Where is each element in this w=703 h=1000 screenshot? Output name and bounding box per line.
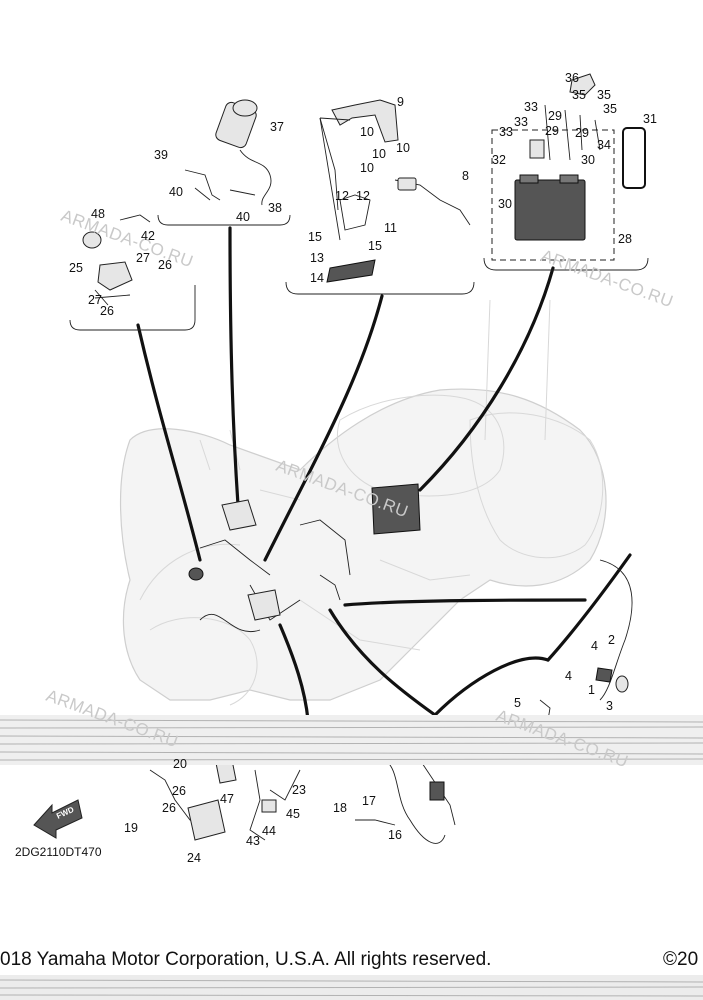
callout-number: 4 (565, 669, 572, 683)
callout-number: 8 (462, 169, 469, 183)
callout-number: 10 (360, 125, 374, 139)
callout-number: 10 (372, 147, 386, 161)
callout-number: 33 (524, 100, 538, 114)
detail-panels (69, 129, 649, 331)
callout-number: 45 (286, 807, 300, 821)
callout-number: 10 (396, 141, 410, 155)
callout-number: 42 (141, 229, 155, 243)
callout-number: 43 (246, 834, 260, 848)
callout-number: 23 (292, 783, 306, 797)
callout-number: 24 (187, 851, 201, 865)
callout-number: 18 (333, 801, 347, 815)
callout-number: 26 (100, 304, 114, 318)
callout-number: 5 (514, 696, 521, 710)
callout-number: 37 (270, 120, 284, 134)
callout-number: 26 (172, 784, 186, 798)
callout-number: 13 (310, 251, 324, 265)
callout-number: 19 (124, 821, 138, 835)
callout-labels: 1 2 3 4 4 5 8 9 10 10 10 10 11 12 12 13 … (69, 71, 657, 865)
leader-lines (136, 226, 632, 722)
callout-number: 15 (368, 239, 382, 253)
callout-number: 29 (545, 124, 559, 138)
callout-number: 1 (588, 683, 595, 697)
callout-number: 12 (356, 189, 370, 203)
callout-number: 29 (548, 109, 562, 123)
callout-number: 9 (397, 95, 404, 109)
callout-number: 47 (220, 792, 234, 806)
callout-number: 11 (384, 221, 397, 235)
callout-number: 14 (310, 271, 324, 285)
drawing-code: 2DG2110DT470 (15, 845, 102, 859)
callout-number: 29 (575, 126, 589, 140)
fwd-arrow-icon: FWD (33, 799, 83, 839)
callout-number: 17 (362, 794, 376, 808)
parts (82, 73, 646, 844)
callout-number: 44 (262, 824, 276, 838)
callout-number: 28 (618, 232, 632, 246)
callout-number: 34 (597, 138, 611, 152)
callout-number: 33 (514, 115, 528, 129)
callout-number: 35 (603, 102, 617, 116)
callout-number: 4 (591, 639, 598, 653)
callout-number: 40 (236, 210, 250, 224)
watermark-text: ARMADA-CO.RU (539, 246, 676, 311)
callout-number: 20 (173, 757, 187, 771)
callout-number: 33 (499, 125, 513, 139)
callout-number: 36 (565, 71, 579, 85)
copyright-text: 018 Yamaha Motor Corporation, U.S.A. All… (0, 949, 491, 970)
callout-number: 32 (492, 153, 506, 167)
callout-number: 16 (388, 828, 402, 842)
callout-number: 27 (88, 293, 102, 307)
callout-number: 38 (268, 201, 282, 215)
callout-number: 30 (581, 153, 595, 167)
callout-number: 35 (597, 88, 611, 102)
callout-number: 26 (162, 801, 176, 815)
callout-number: 26 (158, 258, 172, 272)
callout-number: 25 (69, 261, 83, 275)
motorcycle-silhouette (119, 299, 607, 706)
callout-number: 40 (169, 185, 183, 199)
callout-number: 30 (498, 197, 512, 211)
callout-number: 27 (136, 251, 150, 265)
copyright-text-right: ©20 (663, 949, 698, 970)
scan-noise-band (0, 715, 703, 1000)
callout-number: 39 (154, 148, 168, 162)
callout-number: 31 (643, 112, 657, 126)
callout-number: 10 (360, 161, 374, 175)
callout-number: 35 (572, 88, 586, 102)
callout-number: 3 (606, 699, 613, 713)
callout-number: 15 (308, 230, 322, 244)
callout-number: 12 (335, 189, 349, 203)
callout-number: 2 (608, 633, 615, 647)
callout-number: 48 (91, 207, 105, 221)
